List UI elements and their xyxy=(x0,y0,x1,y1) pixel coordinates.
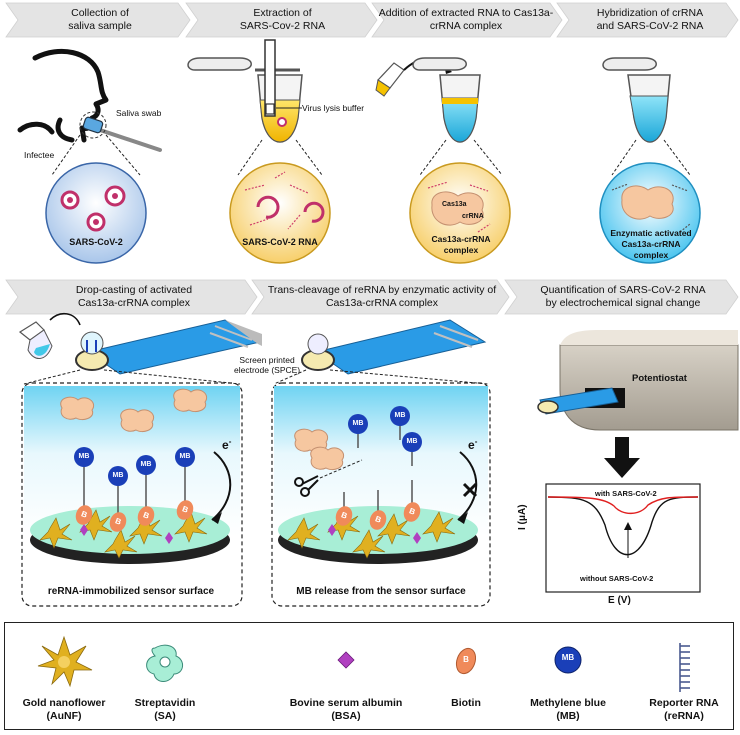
y-axis-label: I (μA) xyxy=(517,504,528,530)
zoom-lines-3 xyxy=(419,139,503,176)
cas13a-blob xyxy=(431,191,484,226)
virus-icons xyxy=(60,185,126,232)
dropcast-pipette-icon xyxy=(18,312,81,359)
x-axis-label: E (V) xyxy=(608,595,631,606)
electron-label-1: e- xyxy=(222,437,232,452)
panel-1-cas-blobs xyxy=(60,388,207,433)
saliva-swab-icon xyxy=(79,111,162,152)
panel-1-frame xyxy=(21,382,243,607)
cas13a-label: Cas13a xyxy=(442,201,467,208)
spce-right-icon xyxy=(537,387,619,415)
legend-mb-text: MB xyxy=(561,653,575,662)
spce-left-icon xyxy=(75,319,262,375)
step-title-addition: Addition of extracted RNA to Cas13a-crRN… xyxy=(378,7,554,32)
step-title-transcleavage: Trans-cleavage of reRNA by enzymatic act… xyxy=(267,284,497,309)
mb-bead: MB xyxy=(390,406,410,426)
bsa-icon xyxy=(337,651,355,669)
legend-label-biotin: Biotin xyxy=(451,697,481,709)
circle-label-activated: Enzymatic activated Cas13a-crRNA complex xyxy=(610,228,692,260)
reporter-rna-icon xyxy=(679,643,690,692)
potentiostat-label: Potentiostat xyxy=(632,373,687,384)
methylene-blue-icon xyxy=(554,646,582,674)
zoom-lines-1 xyxy=(51,134,141,176)
with-sars-label: with SARS-CoV-2 xyxy=(595,489,657,498)
rna-fragments xyxy=(244,171,309,230)
without-sars-curve xyxy=(547,496,699,556)
mb-bead: MB xyxy=(108,466,128,486)
mb-bead: MB xyxy=(348,414,368,434)
biotin-icon xyxy=(455,647,477,675)
with-sars-curve xyxy=(547,496,699,515)
down-arrow-icon xyxy=(604,437,640,478)
panel-2-frame xyxy=(271,382,491,607)
legend-label-rerna: Reporter RNA(reRNA) xyxy=(649,697,719,722)
legend-box xyxy=(4,622,734,730)
electron-arrow-1 xyxy=(211,451,232,521)
mb-bead: MB xyxy=(136,455,156,475)
activated-cas13a-blob xyxy=(621,185,674,220)
voltammogram-frame xyxy=(545,483,701,593)
circle-label-virus: SARS-CoV-2 xyxy=(69,237,123,247)
infectee-label: Infectee xyxy=(24,150,55,160)
lysis-tube-icon xyxy=(187,39,303,143)
virus-lysis-label: Virus lysis buffer xyxy=(302,103,365,113)
legend-label-bsa: Bovine serum albumin(BSA) xyxy=(289,697,403,722)
zoom-circle-rna xyxy=(229,162,331,264)
saliva-swab-label: Saliva swab xyxy=(116,108,162,118)
gold-nanoflower-icon xyxy=(37,635,93,688)
streptavidin-icon xyxy=(146,644,183,682)
panel-2-zoom-lines xyxy=(273,369,489,385)
panel-1-zoom-lines xyxy=(23,369,241,385)
top-step-banners xyxy=(5,2,739,38)
legend-label-sa: Streptavidin(SA) xyxy=(134,697,196,722)
mb-bead: MB xyxy=(402,432,422,452)
legend-label-aunf: Gold nanoflower(AuNF) xyxy=(22,697,106,722)
legend-label-mb: Methylene blue(MB) xyxy=(530,697,606,722)
crrna-label: crRNA xyxy=(462,213,484,220)
zoom-lines-4 xyxy=(611,139,691,176)
cas-tube-icon xyxy=(412,57,481,143)
without-sars-label: without SARS-CoV-2 xyxy=(580,574,654,583)
panel-2-caption: MB release from the sensor surface xyxy=(296,586,466,597)
zoom-lines-2 xyxy=(237,139,323,176)
scissors-icon xyxy=(294,475,319,497)
mb-bead: MB xyxy=(74,447,94,467)
blocked-x-icon xyxy=(462,482,478,498)
legend-biotin-text: B xyxy=(463,655,469,664)
spce-middle-icon xyxy=(301,319,487,375)
mb-bead: MB xyxy=(175,447,195,467)
hybrid-tube-icon xyxy=(602,57,671,143)
circle-label-rna: SARS-CoV-2 RNA xyxy=(242,237,318,247)
bottom-step-banners xyxy=(5,279,739,315)
electron-label-2: e- xyxy=(468,437,478,452)
panel-1-caption: reRNA-immobilized sensor surface xyxy=(47,586,215,597)
circle-label-complex: Cas13a-crRNA complex xyxy=(431,234,491,255)
